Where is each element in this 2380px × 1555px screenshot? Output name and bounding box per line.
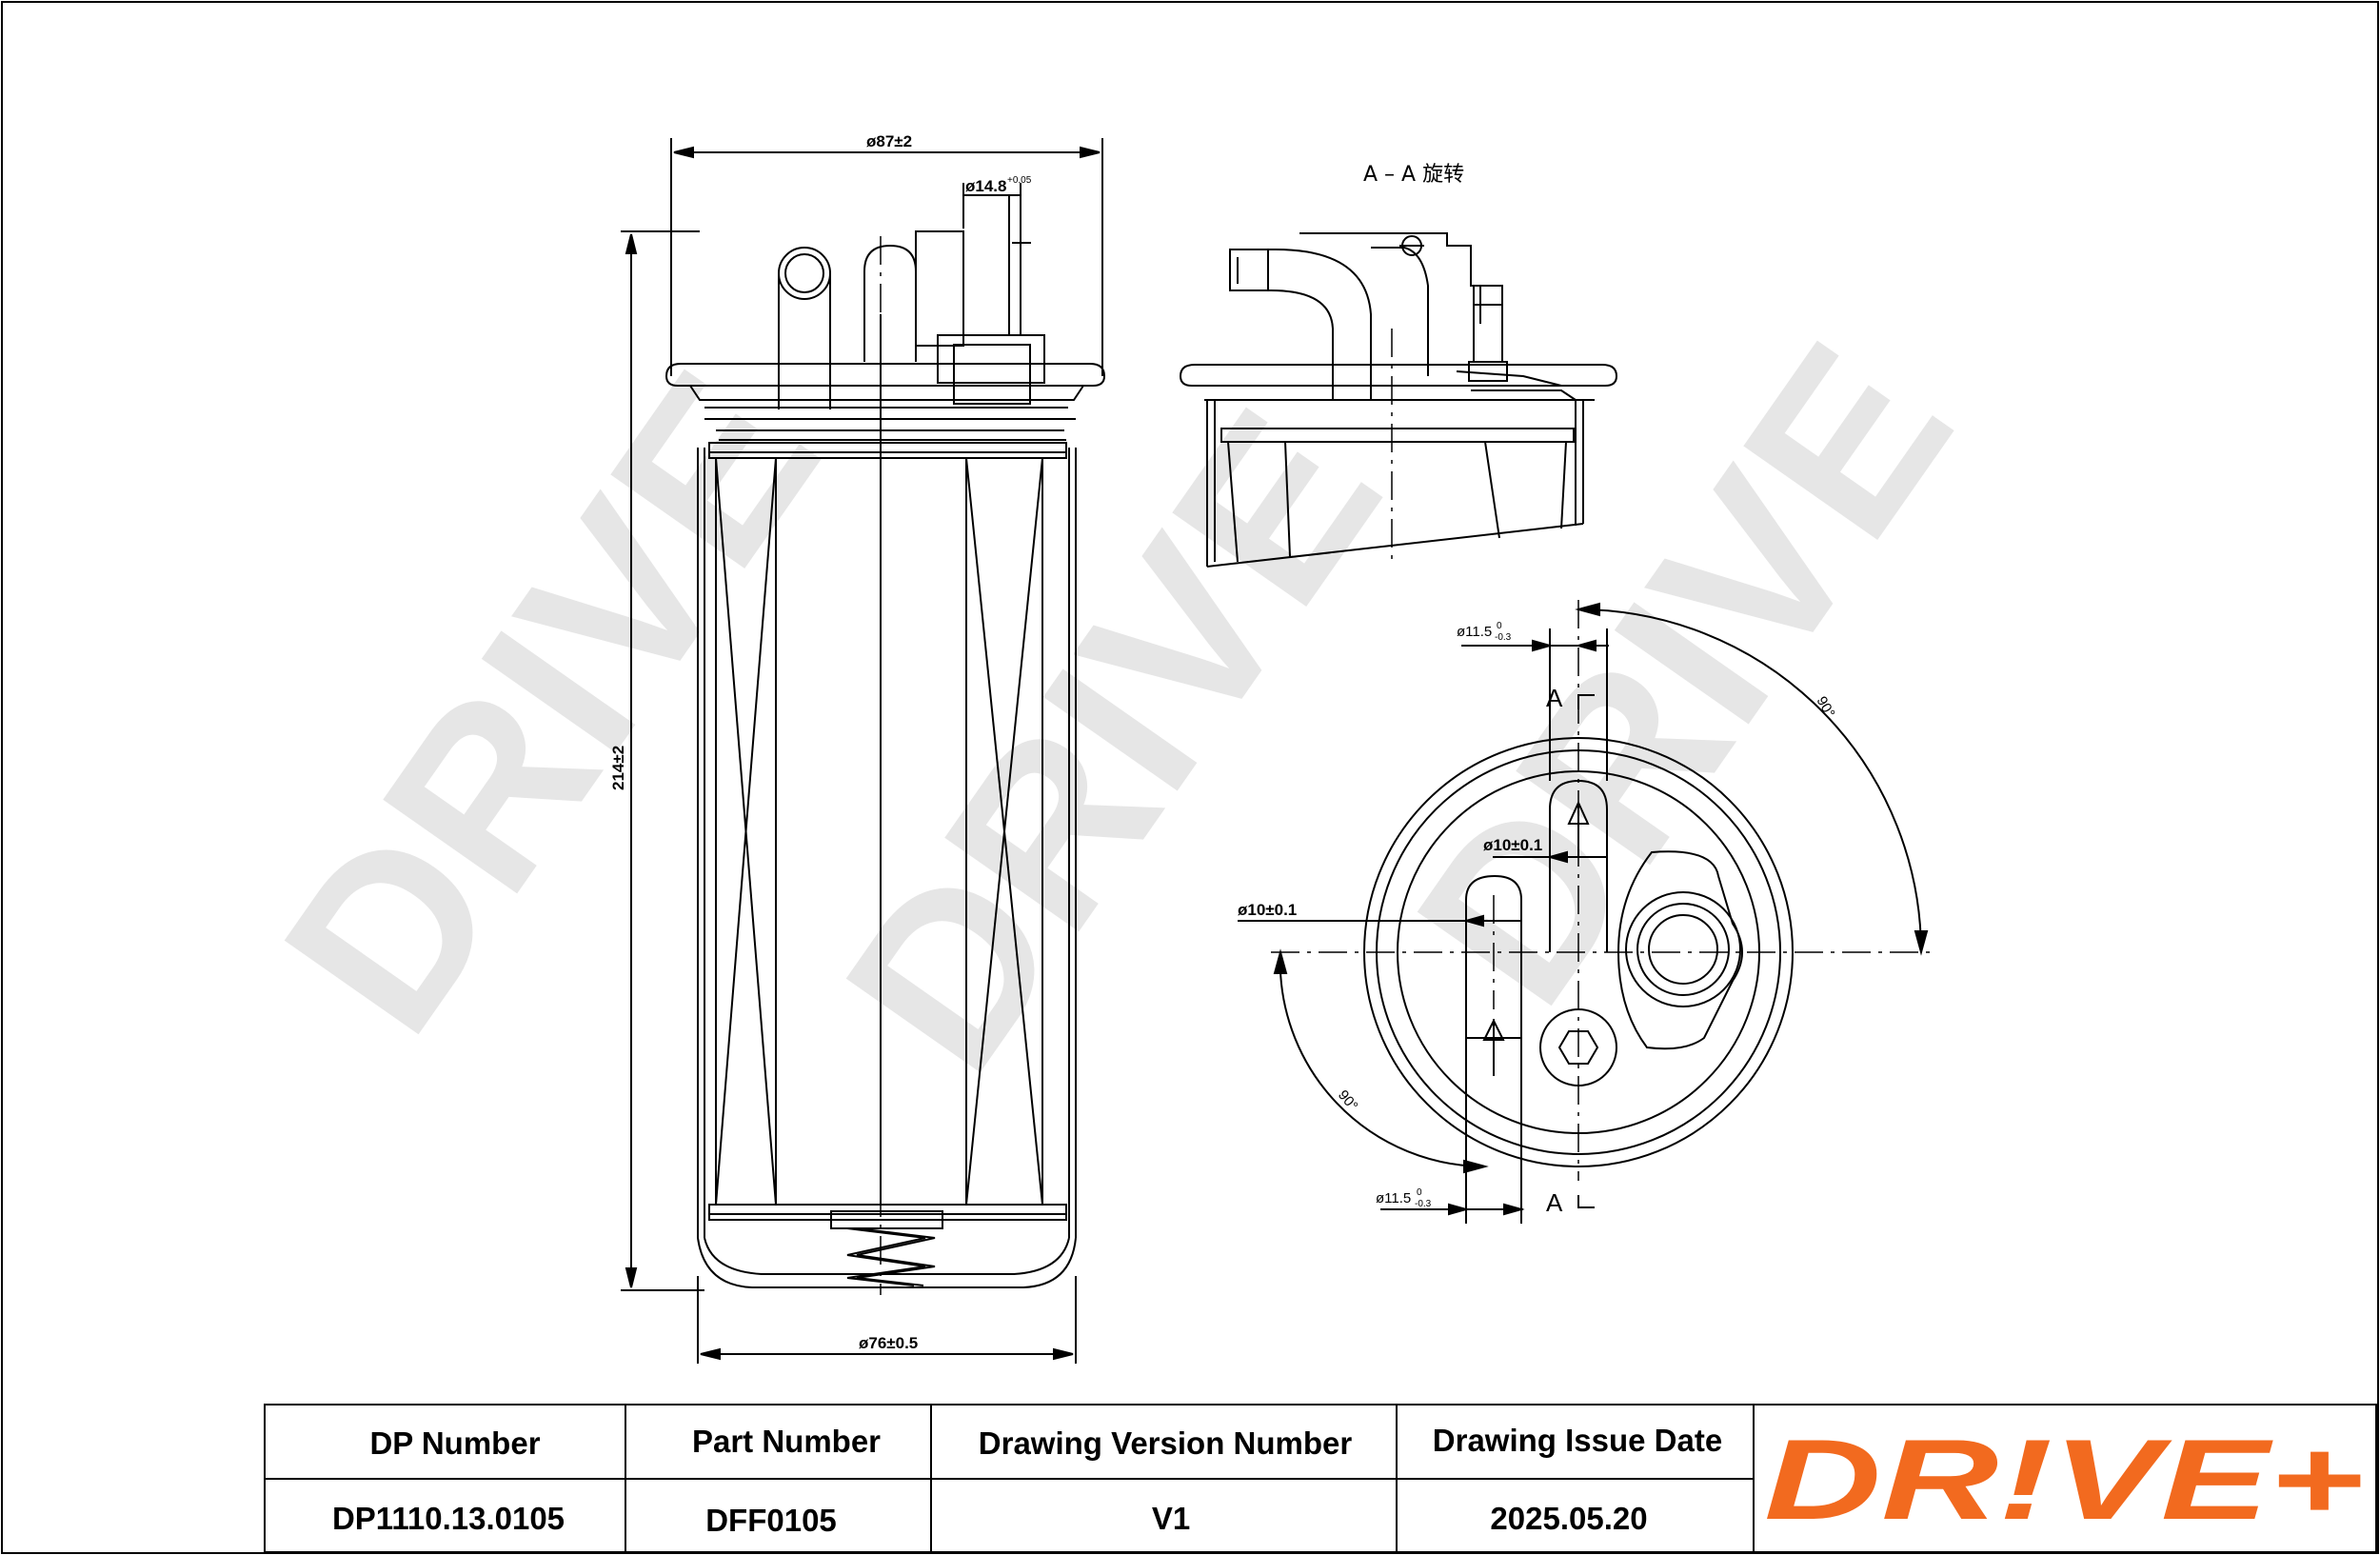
title-block-value-issue-date: 2025.05.20 [1490,1501,1647,1536]
front-view [621,138,1106,1364]
plan-view [1238,600,1933,1224]
dim-bottom-width: ø76±0.5 [859,1334,918,1352]
title-block [264,1404,2377,1553]
section-marker-bottom: A [1546,1188,1563,1217]
section-view [1179,232,1618,568]
title-block-value-part-number: DFF0105 [705,1503,837,1538]
dim-port-2: ø10±0.1 [1238,901,1297,919]
dim-top-width: ø87±2 [866,132,912,150]
dim-pipe-a: ø11.5 [1457,624,1492,640]
brand-logo: DR!VE+ [1764,1416,2364,1544]
title-block-value-version: V1 [1152,1501,1190,1536]
title-block-value-dp-number: DP1110.13.0105 [332,1501,565,1536]
title-block-header-issue-date: Drawing Issue Date [1433,1423,1722,1458]
dim-pipe-b-tol-upper: 0 [1417,1187,1422,1198]
title-block-header-version: Drawing Version Number [979,1425,1353,1461]
watermark-2: DRIVE [795,367,1430,1115]
title-block-header-part-number: Part Number [692,1424,881,1459]
dim-port-1: ø10±0.1 [1483,836,1542,854]
dim-outlet: ø14.8 [965,177,1006,195]
section-title: A – A 旋转 [1363,163,1464,187]
watermark: DRIVE DRIVE DRIVE [233,300,2001,1115]
section-marker-top: A [1546,684,1563,712]
title-block-header-dp-number: DP Number [369,1425,540,1461]
dim-height: 214±2 [609,746,627,790]
dim-pipe-a-tol-upper: 0 [1497,621,1502,631]
dim-pipe-b-tol-lower: -0.3 [1415,1199,1432,1209]
dim-pipe-b: ø11.5 [1376,1190,1411,1206]
watermark-3: DRIVE [1366,300,2001,1048]
dim-angle-2: 90° [1335,1087,1361,1114]
dim-outlet-tolerance: +0.05 [1007,175,1032,186]
dim-pipe-a-tol-lower: -0.3 [1495,632,1512,643]
